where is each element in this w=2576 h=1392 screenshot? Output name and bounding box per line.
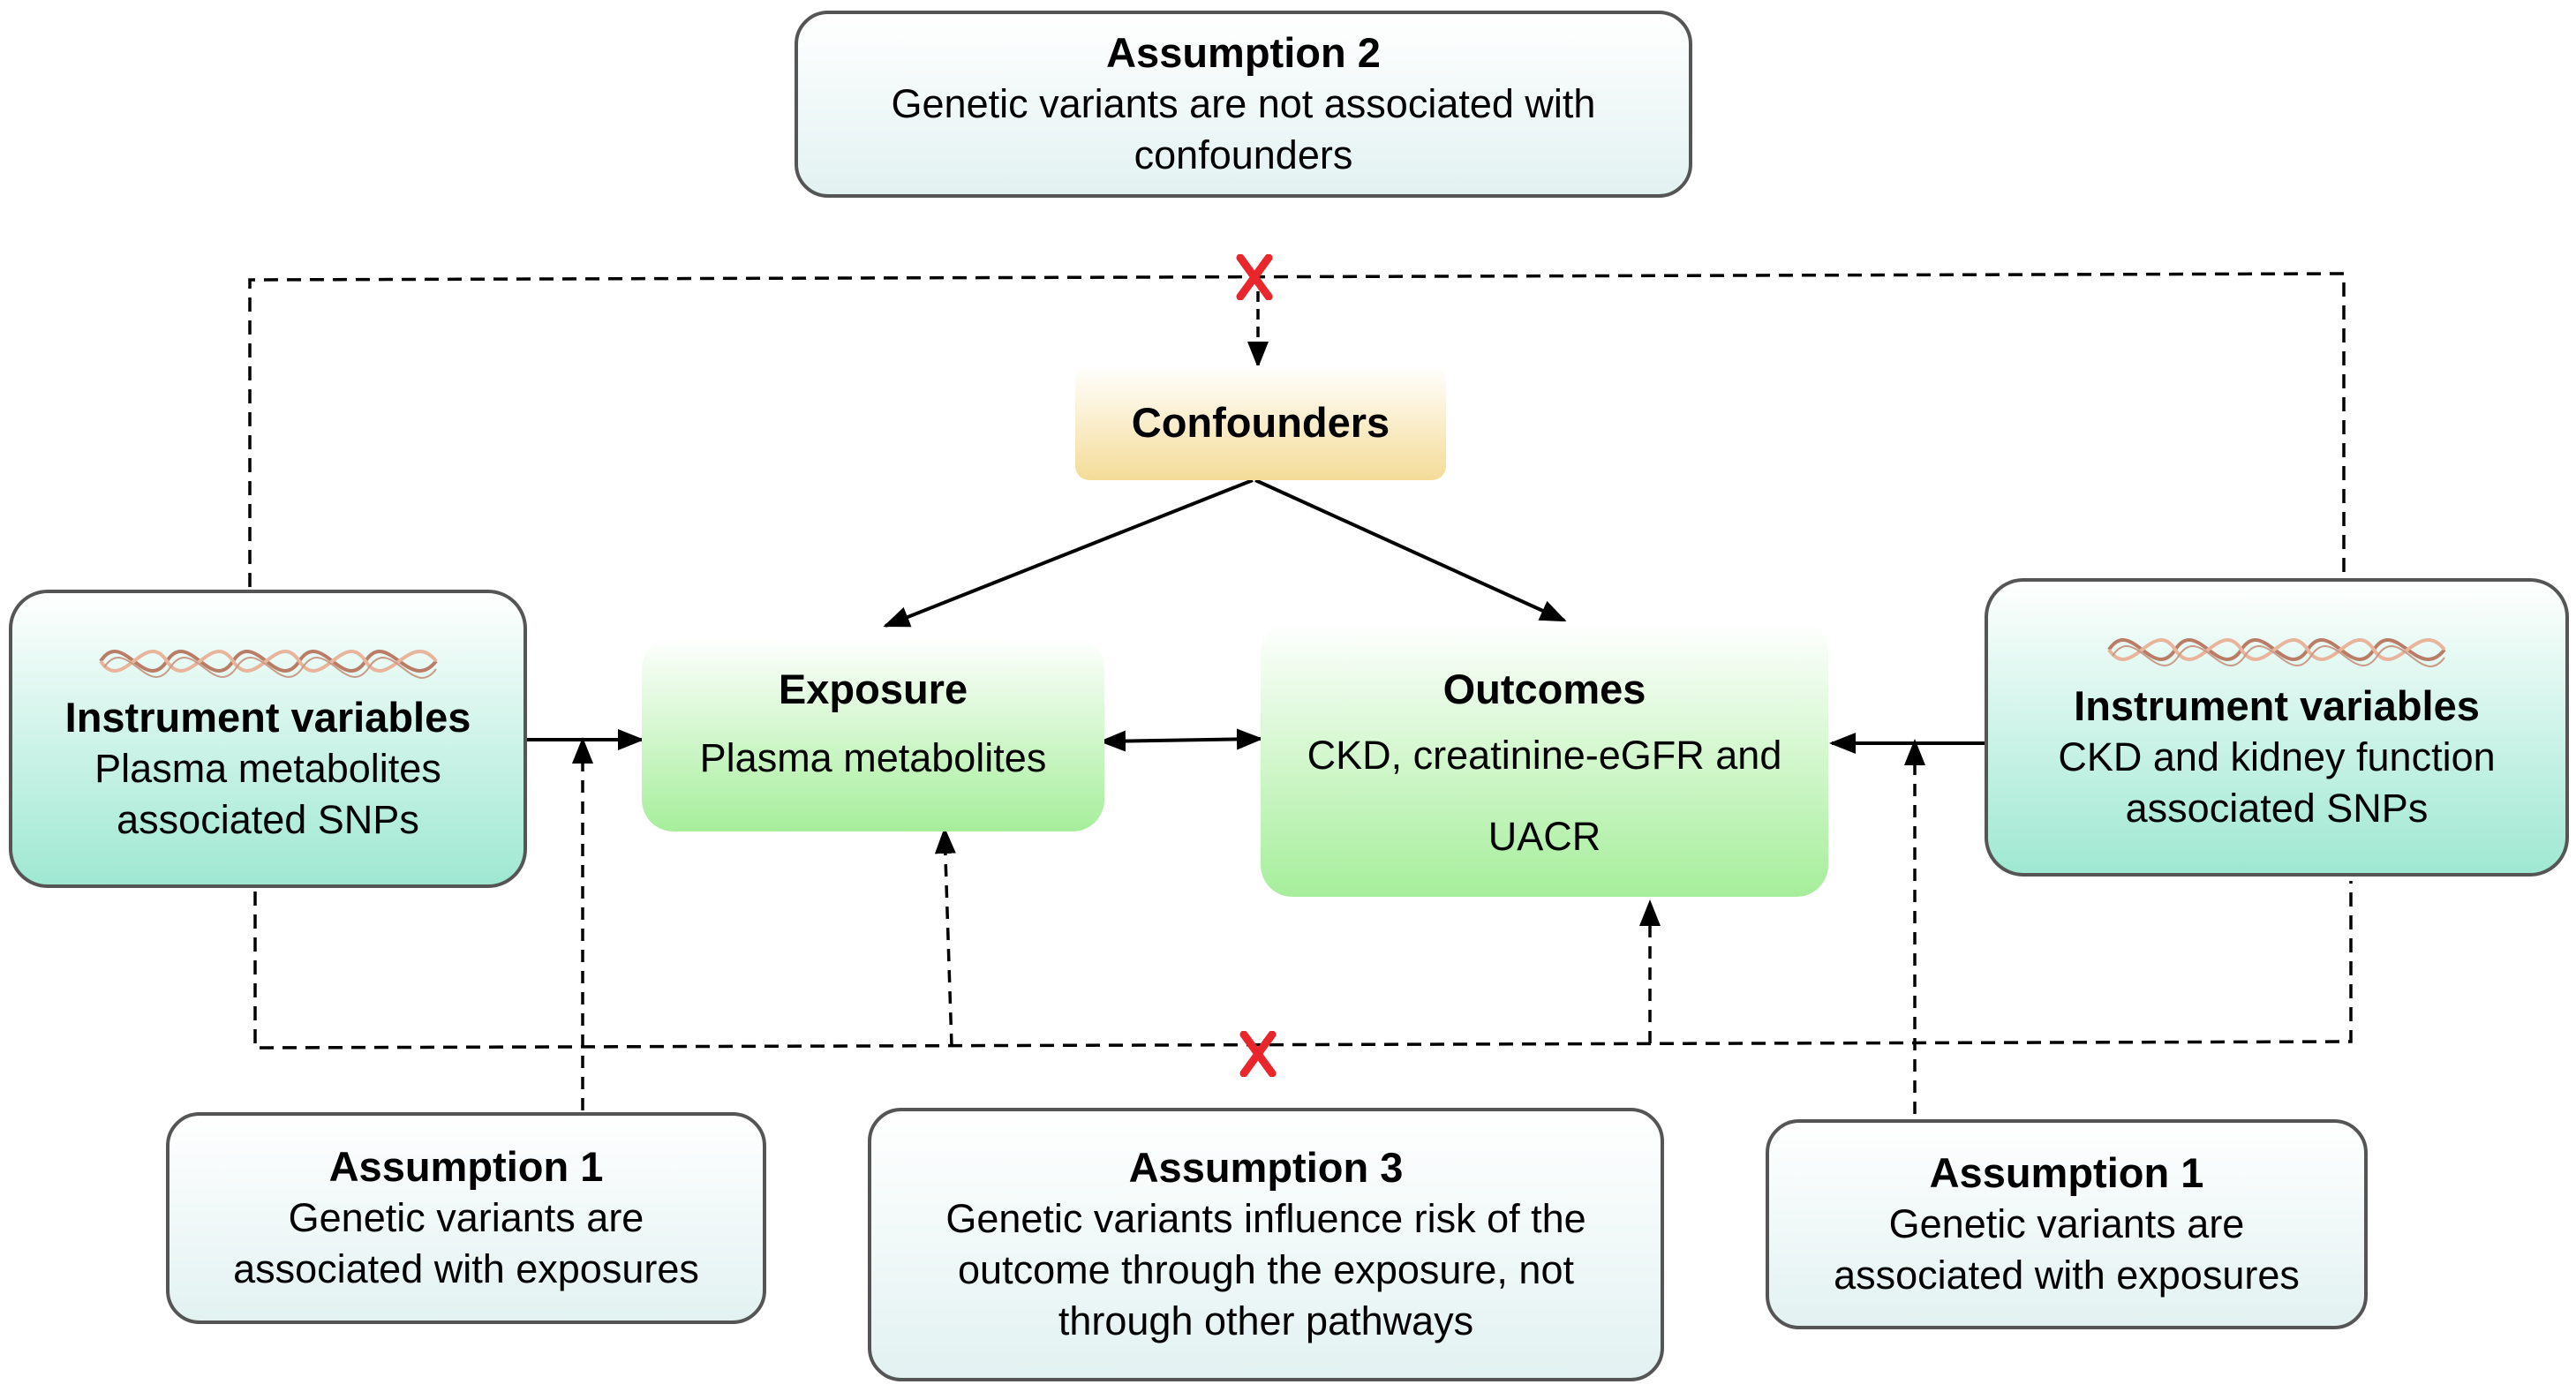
confounder-to-exposure-arrow xyxy=(883,478,1254,628)
confounders-box: Confounders xyxy=(1075,365,1446,480)
exposure-title: Exposure xyxy=(778,666,968,712)
assumption-1-right-box: Assumption 1 Genetic variants are associ… xyxy=(1766,1119,2368,1329)
assumption-1-right-title: Assumption 1 xyxy=(1929,1149,2204,1196)
exposure-outcome-bidirectional-arrow xyxy=(1099,728,1263,752)
assumption-1-left-title: Assumption 1 xyxy=(328,1143,604,1190)
exposure-text: Plasma metabolites xyxy=(699,735,1047,780)
instrument-variables-left-box: Instrument variables Plasma metabolites … xyxy=(9,590,527,888)
confounders-label: Confounders xyxy=(1131,399,1390,446)
instrument-right-text: CKD and kidney function associated SNPs xyxy=(2058,734,2496,831)
confounder-to-outcome-arrow xyxy=(1254,478,1567,622)
red-cross-icon-top xyxy=(1236,254,1273,300)
assumption-2-box: Assumption 2 Genetic variants are not as… xyxy=(795,11,1692,198)
instrument-right-title: Instrument variables xyxy=(2074,682,2480,729)
dna-helix-icon xyxy=(2107,638,2446,667)
red-cross-icon-bottom xyxy=(1239,1031,1277,1077)
assumption-1-left-text: Genetic variants are associated with exp… xyxy=(233,1195,699,1291)
exposure-box: Exposure Plasma metabolites xyxy=(642,637,1104,831)
instrument-variables-right-box: Instrument variables CKD and kidney func… xyxy=(1985,578,2569,877)
outcomes-box: Outcomes CKD, creatinine-eGFR and UACR xyxy=(1261,621,1828,897)
outcomes-title: Outcomes xyxy=(1442,666,1646,712)
bottom-dashed-path xyxy=(253,881,2353,1050)
assumption-1-left-box: Assumption 1 Genetic variants are associ… xyxy=(166,1112,766,1324)
outcomes-text: CKD, creatinine-eGFR and UACR xyxy=(1307,733,1782,859)
assumption-1-right-text: Genetic variants are associated with exp… xyxy=(1834,1201,2300,1298)
exposure-dashed-arrow xyxy=(934,827,956,1047)
top-dashed-path xyxy=(248,272,2346,587)
instrument-left-text: Plasma metabolites associated SNPs xyxy=(94,746,441,842)
assumption-2-text: Genetic variants are not associated with… xyxy=(891,81,1596,177)
assumption-3-title: Assumption 3 xyxy=(1128,1144,1404,1191)
assumption-3-text: Genetic variants influence risk of the o… xyxy=(945,1196,1586,1343)
dna-helix-icon xyxy=(98,650,438,679)
assumption-3-box: Assumption 3 Genetic variants influence … xyxy=(868,1108,1664,1381)
instrument-left-title: Instrument variables xyxy=(64,694,471,741)
assumption-2-title: Assumption 2 xyxy=(1106,29,1381,76)
